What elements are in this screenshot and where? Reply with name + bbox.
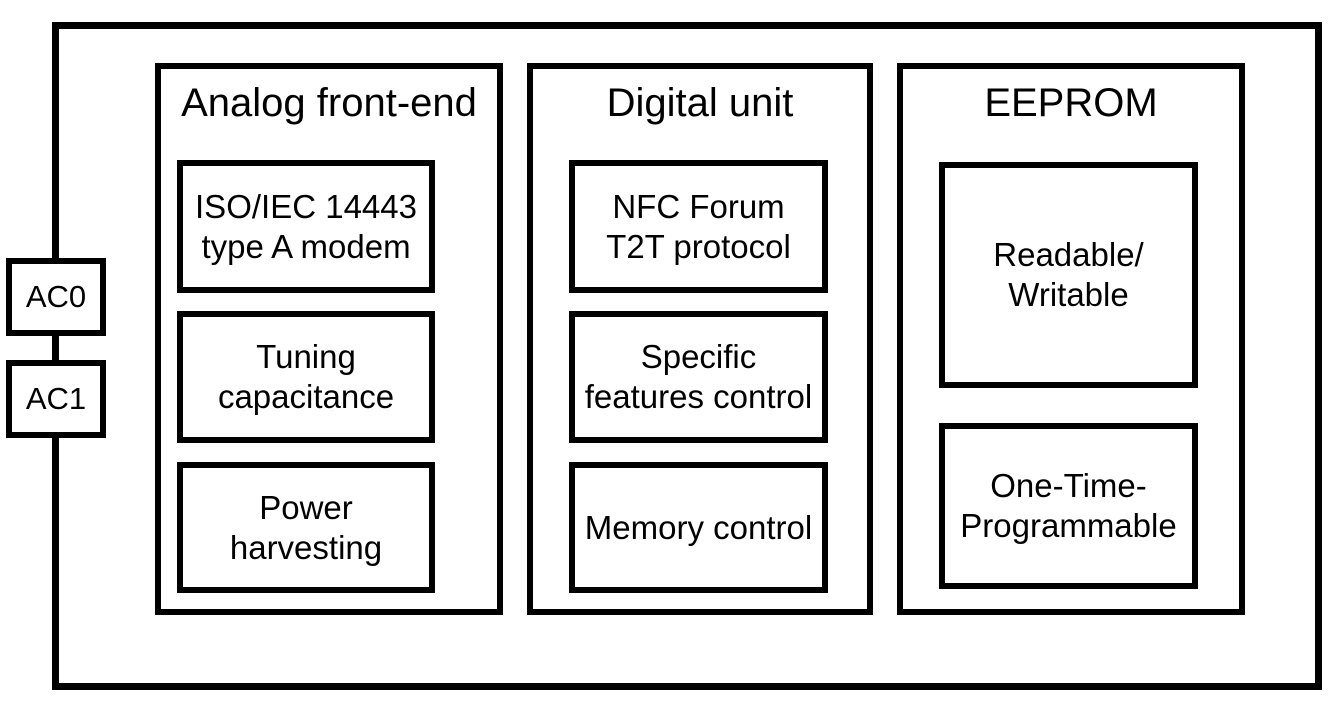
pin-label: AC0 bbox=[25, 279, 87, 314]
section-eeprom: EEPROM Readable/ Writable One-Time- Prog… bbox=[897, 63, 1245, 615]
block-tuning-capacitance: Tuning capacitance bbox=[177, 311, 435, 443]
block-label: capacitance bbox=[217, 378, 395, 415]
block-label: Programmable bbox=[960, 507, 1177, 544]
block-label: T2T protocol bbox=[606, 227, 791, 265]
block-label: features control bbox=[584, 378, 813, 415]
block-label: harvesting bbox=[229, 528, 383, 566]
block-readable-writable: Readable/ Writable bbox=[939, 162, 1198, 388]
block-label: Writable bbox=[1008, 276, 1129, 313]
block-specific-features-control: Specific features control bbox=[569, 311, 828, 443]
block-label: Specific bbox=[640, 338, 757, 375]
section-title: EEPROM bbox=[984, 81, 1158, 125]
block-label: Readable/ bbox=[993, 236, 1144, 273]
block-label: One-Time- bbox=[990, 467, 1147, 504]
block-label: type A modem bbox=[201, 227, 411, 265]
block-label: Memory control bbox=[584, 508, 813, 546]
block-label: Power bbox=[259, 488, 353, 526]
pin-ac0: AC0 bbox=[6, 258, 106, 336]
block-label: ISO/IEC 14443 bbox=[195, 187, 417, 225]
section-title: Analog front-end bbox=[181, 81, 477, 125]
block-nfc-forum-t2t-protocol: NFC Forum T2T protocol bbox=[569, 160, 828, 293]
block-label: Tuning bbox=[256, 338, 356, 375]
section-analog-front-end: Analog front-end ISO/IEC 14443 type A mo… bbox=[155, 63, 503, 615]
section-title: Digital unit bbox=[606, 81, 794, 125]
pin-label: AC1 bbox=[25, 381, 87, 416]
block-label: NFC Forum bbox=[612, 187, 785, 225]
block-one-time-programmable: One-Time- Programmable bbox=[939, 423, 1198, 589]
block-iso-iec-14443-type-a-modem: ISO/IEC 14443 type A modem bbox=[177, 160, 435, 293]
section-digital-unit: Digital unit NFC Forum T2T protocol Spec… bbox=[527, 63, 873, 615]
pin-ac1: AC1 bbox=[6, 360, 106, 438]
block-power-harvesting: Power harvesting bbox=[177, 462, 435, 593]
block-memory-control: Memory control bbox=[569, 462, 828, 593]
